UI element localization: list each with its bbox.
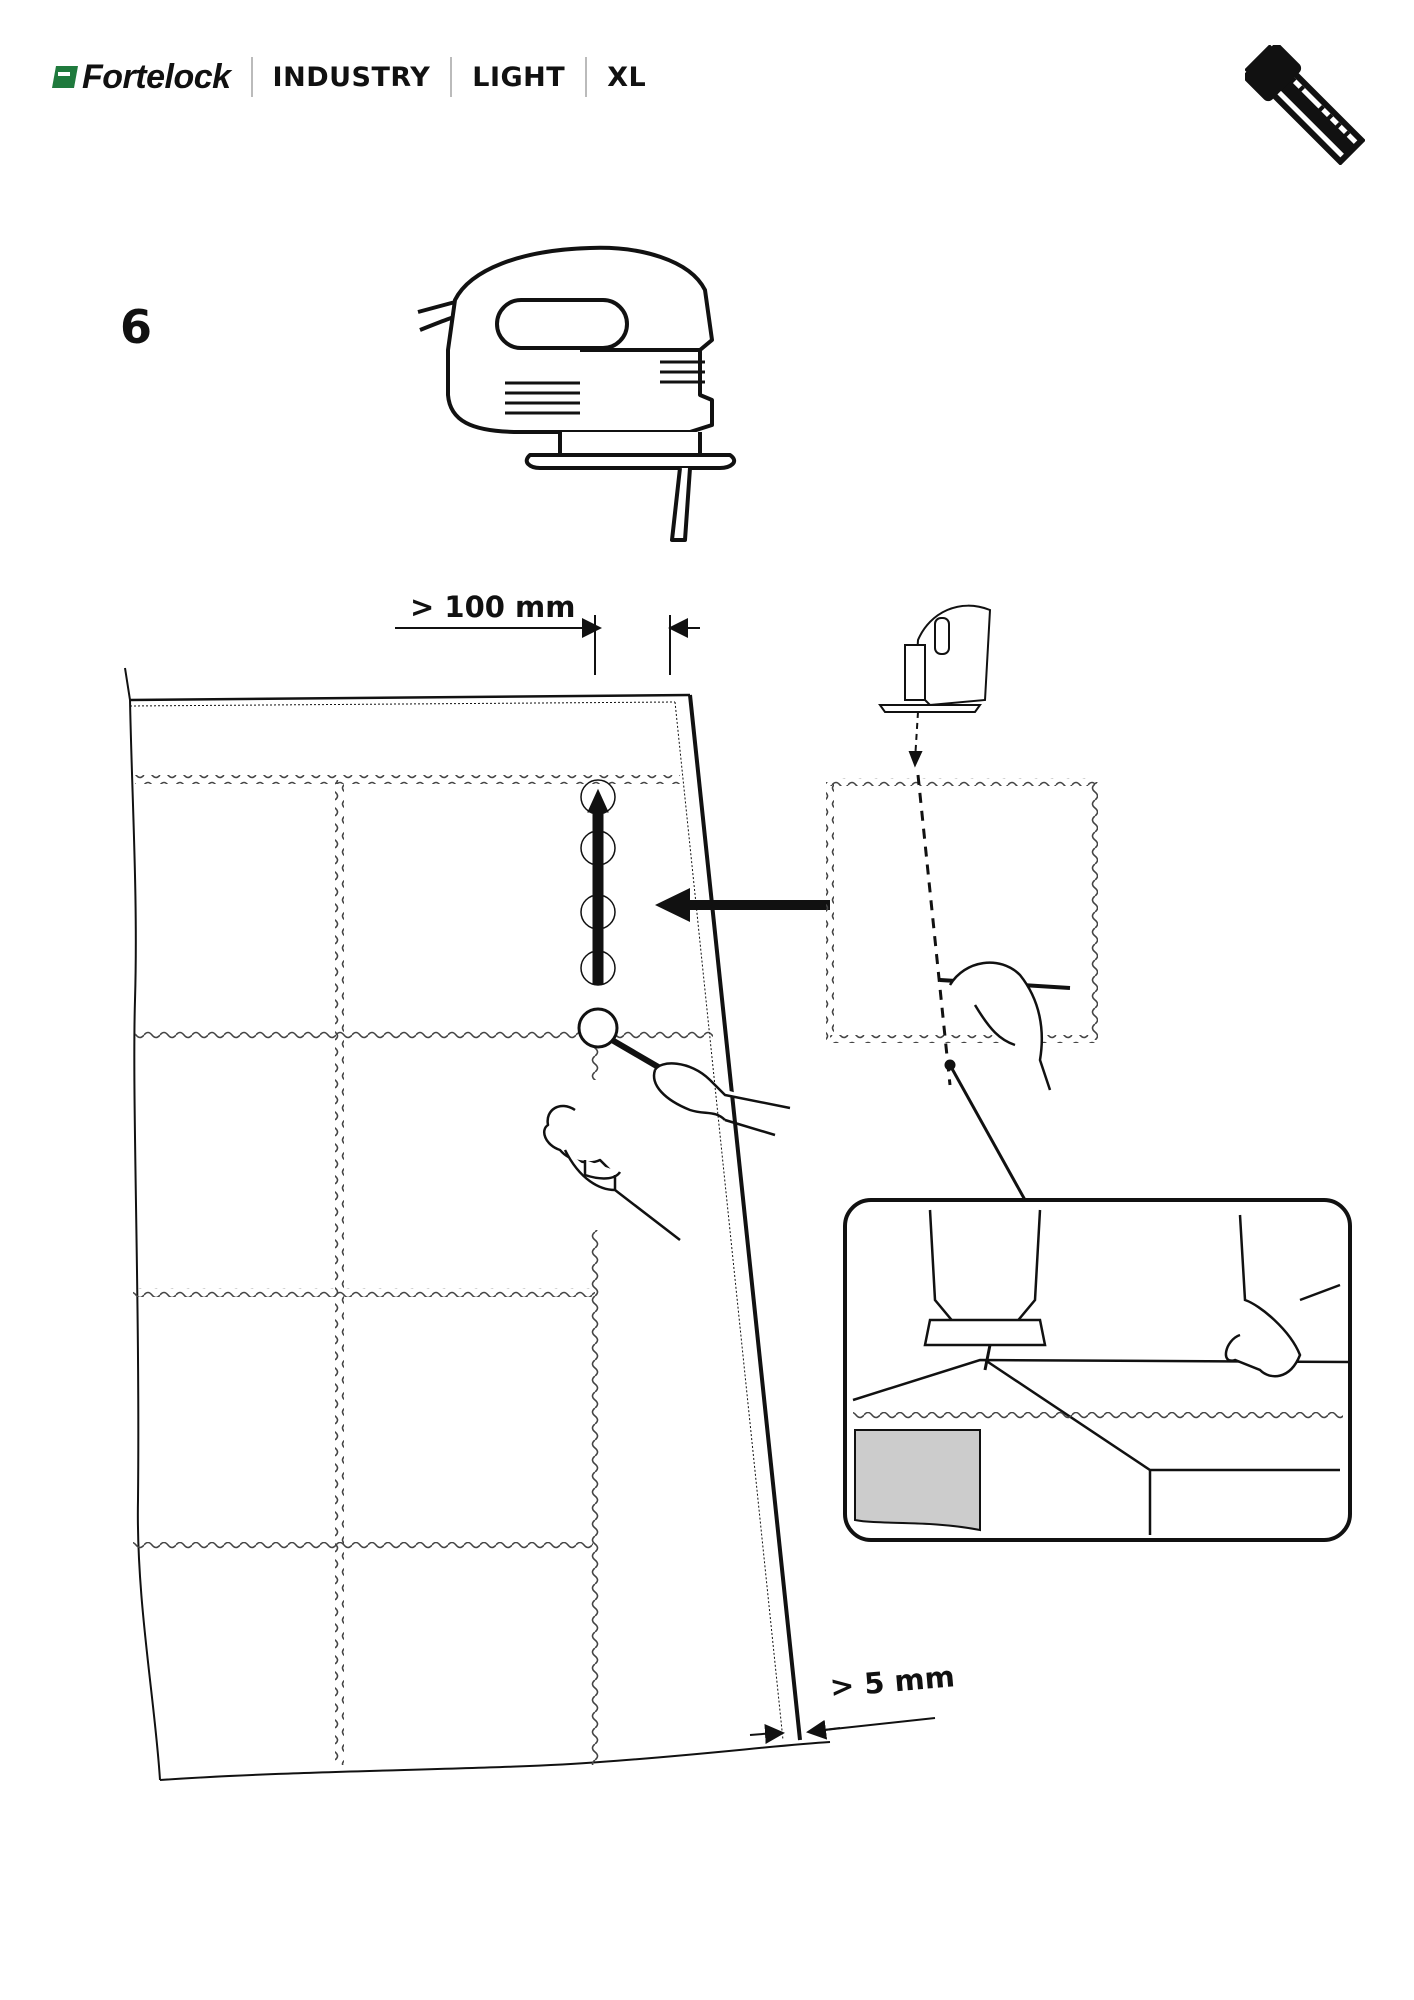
hammer-and-ruler-icon xyxy=(1243,43,1366,166)
cutting-detail-inset xyxy=(843,1198,1352,1542)
cut-line-marker xyxy=(577,779,662,1071)
tile-floor-diagram xyxy=(124,667,831,1781)
brand-logo: Fortelock xyxy=(52,58,231,97)
header-divider xyxy=(585,57,588,97)
header-divider xyxy=(450,57,453,97)
header-item-industry: INDUSTRY xyxy=(272,61,431,93)
header-item-xl: XL xyxy=(607,61,647,93)
header-item-light: LIGHT xyxy=(472,61,566,93)
min-distance-label: > 100 mm xyxy=(410,590,576,624)
document-header: Fortelock INDUSTRY LIGHT XL xyxy=(52,54,646,100)
brand-name: Fortelock xyxy=(82,57,231,96)
header-divider xyxy=(250,57,253,97)
small-jigsaw-icon xyxy=(878,604,992,768)
min-distance-dimension xyxy=(395,615,700,675)
wall-gap-dimension xyxy=(749,1717,936,1744)
jigsaw-icon xyxy=(417,245,737,542)
hand-illustration xyxy=(543,1062,791,1241)
marking-hand-illustration xyxy=(826,774,1098,1201)
brand-logo-mark-icon xyxy=(52,66,78,88)
step-number: 6 xyxy=(120,300,153,354)
